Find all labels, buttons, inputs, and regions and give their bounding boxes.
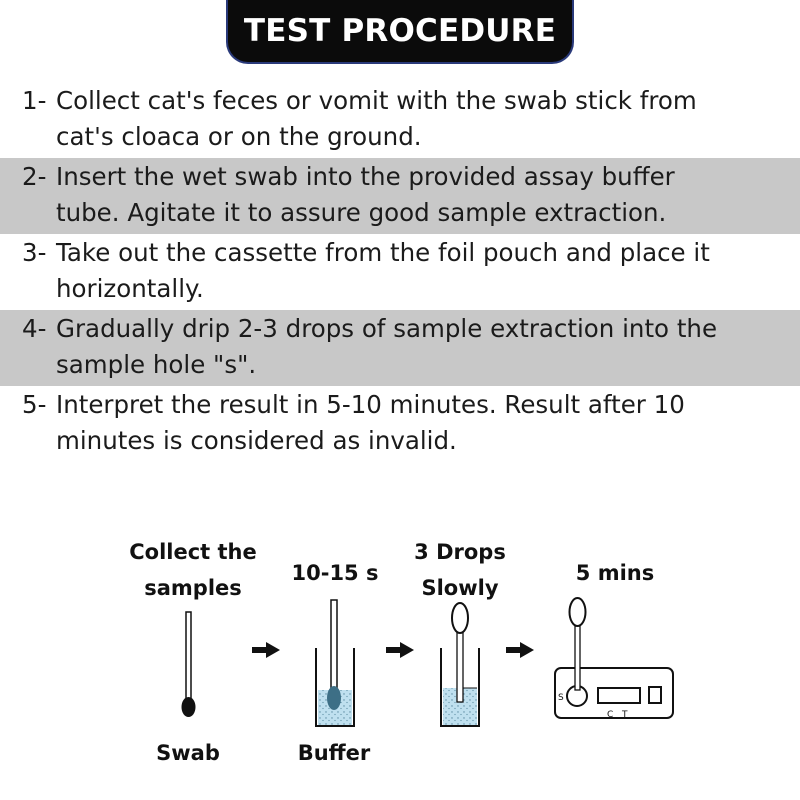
step-text-line: Interpret the result in 5-10 minutes. Re…	[56, 390, 685, 419]
step-3: 3- Take out the cassette from the foil p…	[0, 234, 800, 310]
step-number: 3-	[22, 238, 47, 267]
procedure-diagram: Collect the samples 10-15 s 3 Drops Slow…	[0, 530, 800, 800]
step-text-line: Collect cat's feces or vomit with the sw…	[56, 86, 697, 115]
step-text-line: Gradually drip 2-3 drops of sample extra…	[56, 314, 718, 343]
step-text-line: horizontally.	[56, 274, 204, 303]
arrow-right-icon	[386, 642, 414, 658]
step-text-line: sample hole "s".	[56, 350, 257, 379]
stage1-top-label-line1: Collect the	[129, 540, 257, 564]
dropper-tube-illustration	[440, 602, 480, 727]
title-banner: TEST PROCEDURE	[226, 0, 574, 64]
step-text-line: minutes is considered as invalid.	[56, 426, 457, 455]
test-line-label: T	[621, 710, 628, 720]
procedure-steps: 1- Collect cat's feces or vomit with the…	[0, 82, 800, 462]
stage3-top-label-line1: 3 Drops	[414, 540, 506, 564]
step-text-line: cat's cloaca or on the ground.	[56, 122, 422, 151]
step-number: 1-	[22, 86, 47, 115]
arrow-right-icon	[506, 642, 534, 658]
step-number: 5-	[22, 390, 47, 419]
step-text-line: Take out the cassette from the foil pouc…	[56, 238, 710, 267]
step-4: 4- Gradually drip 2-3 drops of sample ex…	[0, 310, 800, 386]
stage2-top-label: 10-15 s	[291, 561, 379, 585]
step-text-line: tube. Agitate it to assure good sample e…	[56, 198, 667, 227]
control-line-label: C	[607, 710, 613, 720]
step-text-line: Insert the wet swab into the provided as…	[56, 162, 675, 191]
step-5: 5- Interpret the result in 5-10 minutes.…	[0, 386, 800, 462]
swab-illustration	[181, 611, 196, 717]
stage1-bottom-label: Swab	[156, 741, 220, 765]
step-1: 1- Collect cat's feces or vomit with the…	[0, 82, 800, 158]
stage2-bottom-label: Buffer	[297, 741, 371, 765]
stage1-top-label-line2: samples	[144, 576, 242, 600]
test-cassette-illustration: S C T	[554, 597, 674, 720]
diagram-graphics: S C T	[181, 597, 674, 727]
step-number: 4-	[22, 314, 47, 343]
stage4-top-label: 5 mins	[575, 561, 655, 585]
buffer-tube-illustration	[315, 599, 355, 727]
step-2: 2- Insert the wet swab into the provided…	[0, 158, 800, 234]
arrow-right-icon	[252, 642, 280, 658]
stage3-top-label-line2: Slowly	[421, 576, 499, 600]
page-title: TEST PROCEDURE	[243, 13, 557, 49]
sample-hole-label: S	[558, 693, 564, 703]
step-number: 2-	[22, 162, 47, 191]
